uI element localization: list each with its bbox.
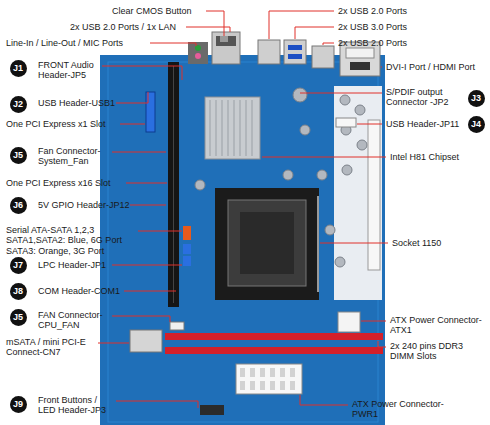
dimm-slot: [165, 333, 383, 340]
power-area: [334, 86, 382, 300]
callout-text: J2: [13, 99, 23, 109]
callout-text: J6: [13, 200, 23, 210]
callout-number: J1: [10, 60, 27, 77]
part-label: DVI-I Port / HDMI Port: [386, 62, 475, 72]
callout-text: J7: [13, 260, 23, 270]
atx-24pin: [236, 364, 302, 394]
part-label: COM Header-COM1: [38, 286, 120, 296]
cpu-socket: [215, 188, 319, 300]
part-label: ATX Power Connector-ATX1: [390, 315, 482, 336]
fan-header: [170, 322, 184, 330]
usb-port: [258, 40, 280, 64]
io-connector: [368, 120, 380, 270]
pcie-x16-slot: [168, 62, 179, 307]
part-label: Front Buttons / LED Header-JP3: [38, 395, 114, 416]
callout-number: J4: [468, 116, 485, 133]
callout-text: J5: [13, 150, 23, 160]
part-label: One PCI Express x1 Slot: [6, 119, 106, 129]
callout-text: J9: [13, 399, 23, 409]
part-label: 2x 240 pins DDR3 DIMM Slots: [390, 341, 482, 362]
callout-text: J3: [471, 93, 481, 103]
callout-number: J7: [10, 257, 27, 274]
part-label: 2x USB 3.0 Ports: [338, 22, 407, 32]
part-label: Clear CMOS Button: [112, 6, 192, 16]
callout-text: J4: [471, 119, 481, 129]
part-label: ATX Power Connector-PWR1: [352, 399, 444, 420]
callout-text: J5: [13, 312, 23, 322]
dimm-slot: [165, 347, 383, 354]
part-label: Line-In / Line-Out / MIC Ports: [6, 38, 123, 48]
part-label: USB Header-JP11: [386, 119, 459, 129]
callout-number: J2: [10, 96, 27, 113]
chipset-heatsink: [205, 97, 260, 159]
front-panel-header: [200, 405, 224, 415]
part-label: USB Header-USB1: [38, 98, 115, 108]
part-label: Intel H81 Chipset: [390, 152, 459, 162]
part-label: One PCI Express x16 Slot: [6, 178, 111, 188]
callout-number: J9: [10, 396, 27, 413]
pcie-x1-slot: [146, 92, 155, 132]
msata-slot: [130, 330, 162, 352]
callout-number: J3: [468, 90, 485, 107]
callout-number: J5: [10, 309, 27, 326]
cmos-button: [220, 36, 228, 42]
atx-4pin: [338, 312, 360, 332]
callout-text: J8: [13, 286, 23, 296]
part-label: LPC Header-JP1: [38, 260, 106, 270]
sata-port: [183, 226, 191, 240]
part-label: FRONT Audio Header-JP5: [38, 60, 102, 81]
audio-jacks: [188, 42, 208, 64]
callout-number: J8: [10, 283, 27, 300]
callout-number: J5: [10, 147, 27, 164]
usb3-port: [284, 40, 306, 64]
usb-header: [336, 118, 356, 127]
part-label: Socket 1150: [392, 238, 441, 248]
pcb: [100, 55, 385, 425]
leader-lines: [98, 11, 388, 408]
callout-text: J1: [13, 63, 23, 73]
lan-usb-port: [212, 32, 240, 64]
callout-number: J6: [10, 197, 27, 214]
part-label: S/PDIF output Connector -JP2: [386, 87, 466, 108]
part-label: 2x USB 2.0 Ports: [338, 6, 407, 16]
part-label: FAN Connector-CPU_FAN: [38, 310, 110, 331]
usb-port: [312, 46, 334, 68]
part-label: 2x USB 2.0 Ports: [338, 38, 407, 48]
part-label: mSATA / mini PCI-E Connect-CN7: [6, 337, 98, 358]
part-label: Serial ATA-SATA 1,2,3 SATA1,SATA2: Blue,…: [6, 225, 142, 256]
part-label: 5V GPIO Header-JP12: [38, 200, 130, 210]
part-label: 2x USB 2.0 Ports / 1x LAN: [70, 22, 176, 32]
part-label: Fan Connector-System_Fan: [38, 146, 110, 167]
